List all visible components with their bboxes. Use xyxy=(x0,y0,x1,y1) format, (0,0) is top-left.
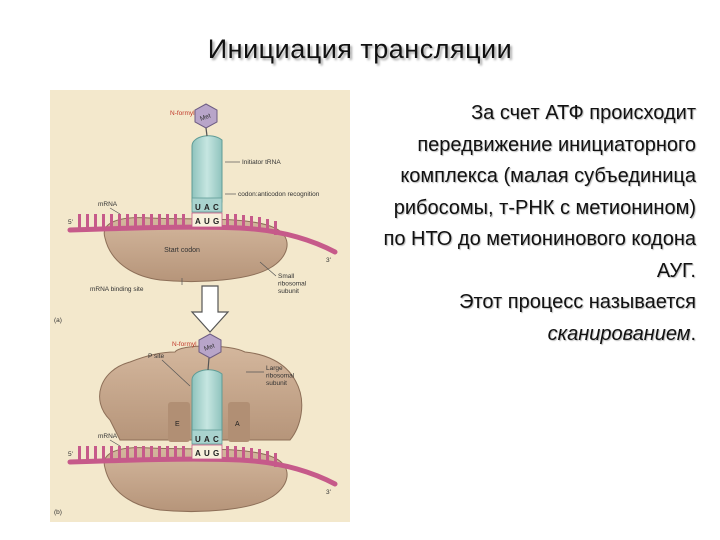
svg-text:C: C xyxy=(213,203,219,212)
down-arrow-icon xyxy=(190,285,230,333)
translation-initiation-figure: Met N-formyl U A C A U G Initiator tRNA … xyxy=(50,90,350,522)
anticodon-letters-b: U A C xyxy=(195,435,219,444)
met-icon-b xyxy=(198,333,222,359)
svg-text:U: U xyxy=(204,217,210,226)
codon-letters-b: A U G xyxy=(195,449,219,458)
met-label-a: Met xyxy=(199,112,212,122)
codon-recognition-label: codon:anticodon recognition xyxy=(238,191,320,198)
anticodon-letters-a: U A C xyxy=(195,203,219,212)
scanning-term: сканированием xyxy=(547,322,691,345)
trna-anticodon-stem-a xyxy=(191,197,223,213)
mrna-label-a: mRNA xyxy=(98,201,118,208)
svg-text:U: U xyxy=(195,203,201,212)
leader-lines-a xyxy=(109,161,277,285)
panel-b-label: (b) xyxy=(54,509,62,516)
initiator-trna-a xyxy=(191,135,223,203)
explanation-text: За счет АТФ происходит передвижение иниц… xyxy=(376,98,696,350)
svg-text:G: G xyxy=(213,449,219,458)
panel-a: Met N-formyl U A C A U G Initiator tRNA … xyxy=(54,103,338,324)
small-ribosomal-subunit-shape xyxy=(103,217,288,282)
codon-box-a xyxy=(191,212,223,228)
five-prime-a: 5' xyxy=(68,219,73,226)
met-link-b xyxy=(207,357,210,371)
mrna-bases-a xyxy=(78,214,277,235)
slide-title: Инициация трансляции xyxy=(207,34,513,64)
a-site-label: A xyxy=(235,421,240,428)
e-site-label: E xyxy=(175,421,180,428)
panel-a-label: (a) xyxy=(54,317,62,324)
svg-text:A: A xyxy=(204,435,210,444)
svg-text:G: G xyxy=(213,217,219,226)
svg-text:C: C xyxy=(213,435,219,444)
svg-text:A: A xyxy=(195,217,201,226)
n-formyl-label-a: N-formyl xyxy=(170,110,195,117)
initiator-trna-b xyxy=(191,369,223,435)
p-site-label: P site xyxy=(148,353,165,360)
svg-text:U: U xyxy=(204,449,210,458)
mrna-strand-b xyxy=(67,456,338,487)
mrna-strand-a xyxy=(67,224,338,255)
met-label-b: Met xyxy=(203,342,216,352)
initiator-trna-label: Initiator tRNA xyxy=(242,159,281,166)
explanation-paragraph-1: За счет АТФ происходит передвижение иниц… xyxy=(383,102,696,282)
svg-text:U: U xyxy=(195,435,201,444)
a-site-pocket xyxy=(228,402,250,442)
met-link-a xyxy=(205,127,208,137)
mrna-binding-site-label: mRNA binding site xyxy=(90,286,144,293)
trna-anticodon-stem-b xyxy=(191,429,223,445)
start-codon-label: Start codon xyxy=(164,247,200,254)
svg-text:A: A xyxy=(195,449,201,458)
n-formyl-label-b: N-formyl xyxy=(172,341,197,348)
three-prime-b: 3' xyxy=(326,489,331,496)
codon-box-b xyxy=(191,444,223,460)
e-site-pocket xyxy=(168,402,190,442)
svg-text:A: A xyxy=(204,203,210,212)
five-prime-b: 5' xyxy=(68,451,73,458)
leader-lines-b xyxy=(109,359,264,447)
explanation-paragraph-2: Этот процесс называется сканированием. xyxy=(459,291,696,345)
three-prime-a: 3' xyxy=(326,257,331,264)
mrna-label-b: mRNA xyxy=(98,433,118,440)
small-ribosomal-subunit-shape-b xyxy=(103,447,288,512)
codon-letters-a: A U G xyxy=(195,217,219,226)
